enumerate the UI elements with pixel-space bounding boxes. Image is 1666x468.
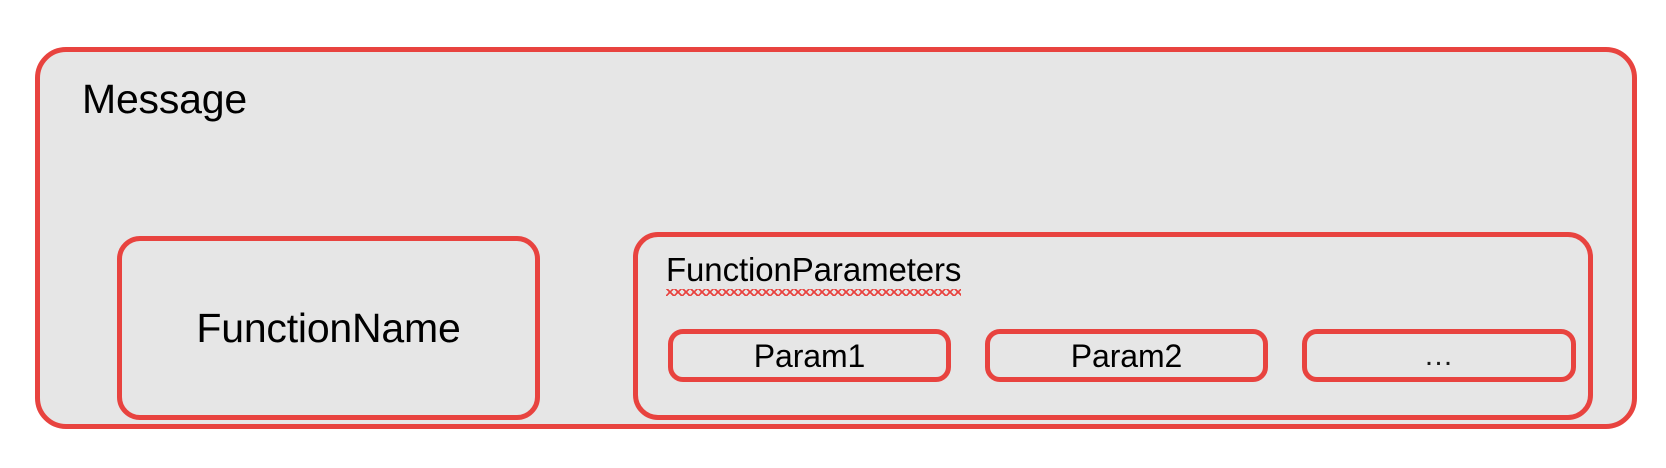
param-box-ellipsis[interactable]: … (1302, 329, 1576, 382)
param-row: Param1 Param2 … (668, 329, 1576, 382)
message-container[interactable]: Message FunctionName FunctionParameters … (35, 47, 1637, 429)
param-label-1: Param1 (753, 337, 866, 374)
function-parameters-title-wrap: FunctionParameters (666, 251, 962, 296)
function-name-box[interactable]: FunctionName (117, 236, 540, 420)
message-title: Message (82, 76, 247, 122)
param-label-2: Param2 (1070, 337, 1183, 374)
spellcheck-squiggle-icon (666, 288, 962, 296)
param-box-1[interactable]: Param1 (668, 329, 951, 382)
param-box-2[interactable]: Param2 (985, 329, 1268, 382)
function-name-label: FunctionName (196, 304, 461, 351)
param-label-ellipsis: … (1423, 338, 1455, 372)
function-parameters-box[interactable]: FunctionParameters Param1 Param2 … (633, 232, 1593, 420)
function-parameters-title: FunctionParameters (666, 251, 962, 288)
